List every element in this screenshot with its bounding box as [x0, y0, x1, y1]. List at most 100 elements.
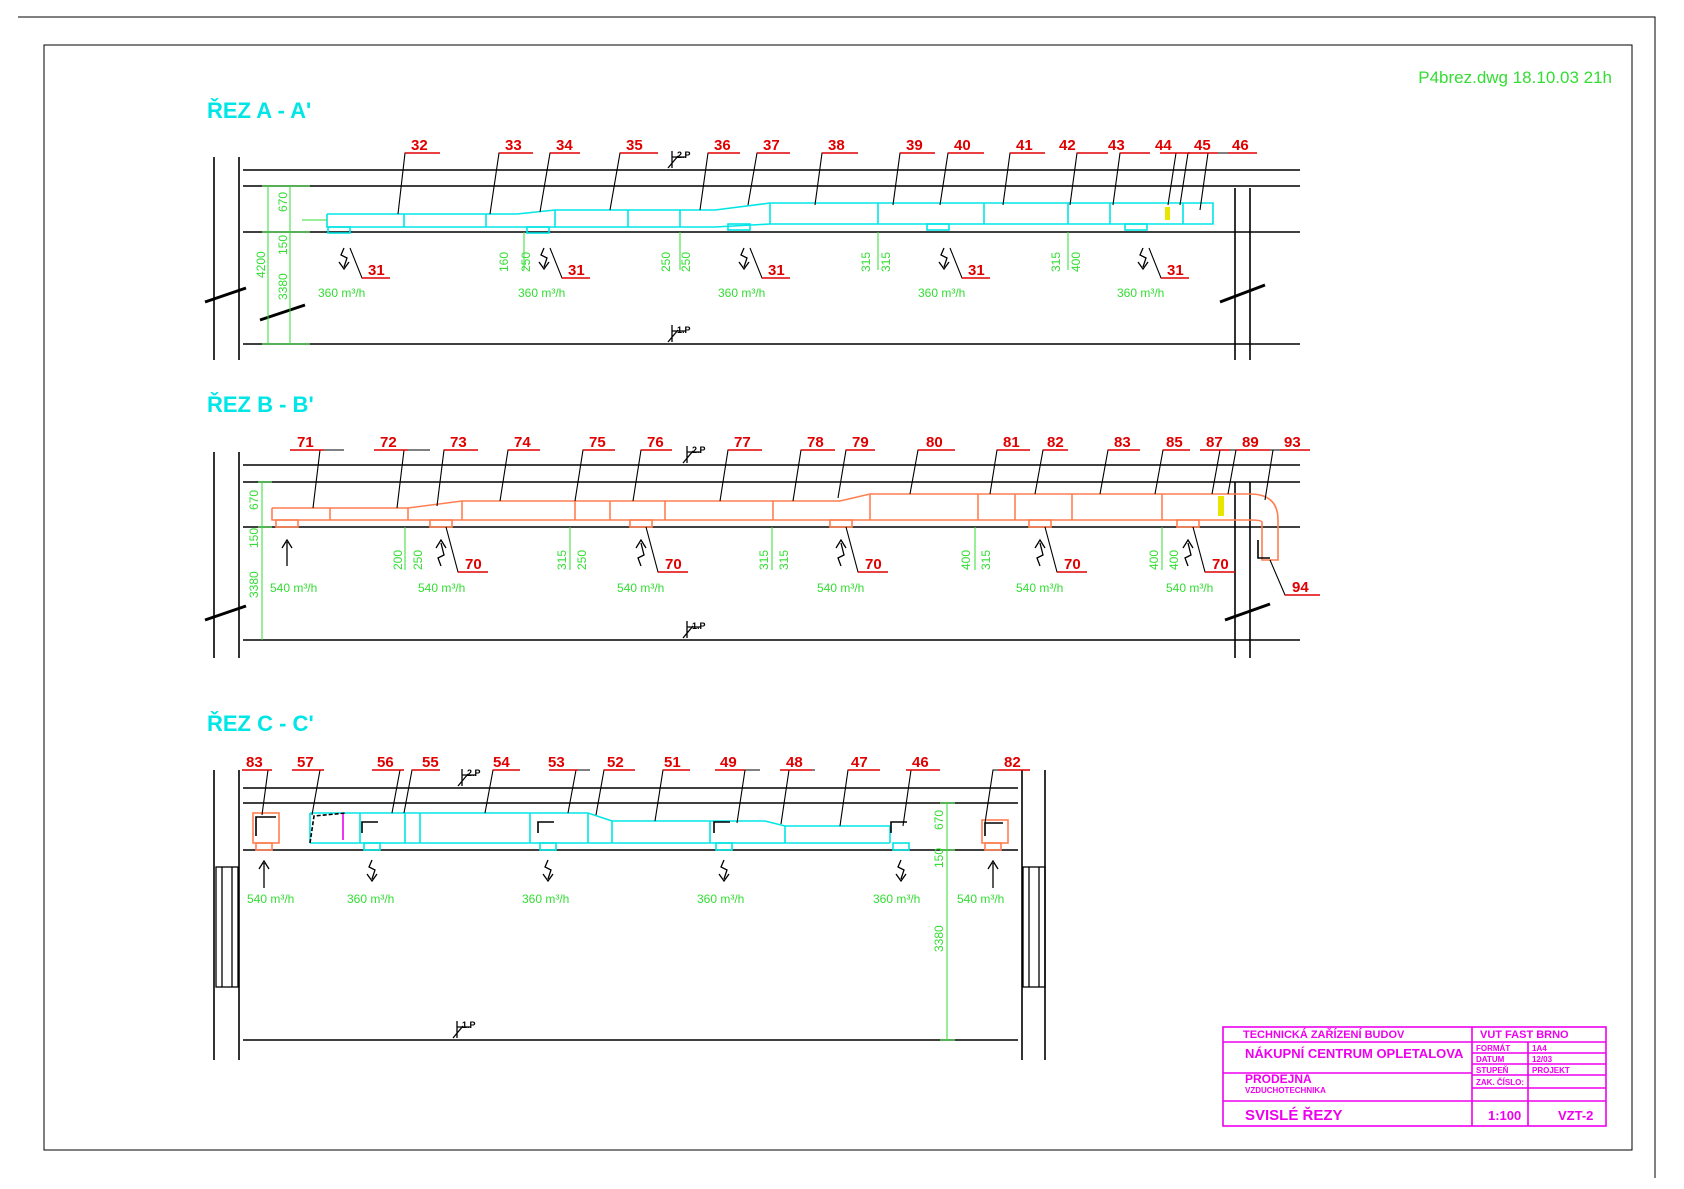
flow-label: 540 m³/h: [1166, 581, 1213, 595]
dim-label: 670: [247, 490, 261, 510]
item-label: 39: [906, 137, 923, 154]
dim-label: 160: [497, 252, 511, 272]
dim-label: 250: [575, 550, 589, 570]
section-a-title: ŘEZ A - A': [207, 98, 311, 123]
level-bottom-label: 1.P: [677, 325, 691, 335]
item-label: 80: [926, 434, 943, 451]
flow-label: 540 m³/h: [957, 892, 1004, 906]
item-label: 74: [514, 434, 531, 451]
item-label: 72: [380, 434, 397, 451]
title-block-order-label: ZAK. ČÍSLO:: [1476, 1078, 1524, 1087]
section-c-duct-cyan: [309, 812, 910, 851]
item-label: 85: [1166, 434, 1183, 451]
outlet-label: 94: [1292, 579, 1309, 596]
item-label: 57: [297, 754, 314, 771]
section-a-dimensions: [262, 185, 1069, 345]
item-label: 42: [1059, 137, 1076, 154]
outlet-label: 31: [1167, 262, 1184, 279]
flow-label: 540 m³/h: [1016, 581, 1063, 595]
title-block-school: VUT FAST BRNO: [1480, 1029, 1569, 1041]
item-label: 52: [607, 754, 624, 771]
item-label: 44: [1155, 137, 1172, 154]
dim-label: 250: [519, 252, 533, 272]
section-a-labels: 32 33 34 35 36 37 38 39 40 41 42 43 44 4…: [368, 137, 1249, 279]
section-b-dim-text: 670 150 3380 200 250 315 250 315 315 400…: [247, 490, 1181, 598]
dim-label: 250: [679, 252, 693, 272]
item-label: 53: [548, 754, 565, 771]
section-b-labels: 71 72 73 74 75 76 77 78 79 80 81 82 83 8…: [297, 434, 1309, 596]
flow-label: 360 m³/h: [347, 892, 394, 906]
section-a: ŘEZ A - A': [204, 98, 1300, 360]
section-b: ŘEZ B - B': [204, 392, 1320, 658]
flow-label: 540 m³/h: [817, 581, 864, 595]
outlet-label: 70: [1212, 556, 1229, 573]
section-c-end-units: [252, 812, 1009, 851]
section-c-flows: 540 m³/h 360 m³/h 360 m³/h 360 m³/h 360 …: [247, 892, 1004, 906]
dim-label: 150: [247, 528, 261, 548]
section-b-structure: [204, 452, 1300, 658]
flow-label: 360 m³/h: [718, 286, 765, 300]
title-block-scale: 1:100: [1488, 1108, 1521, 1123]
title-block-date-value: 12/03: [1532, 1055, 1553, 1064]
level-bottom-label: 1.P: [692, 621, 706, 631]
title-block-stage-value: PROJEKT: [1532, 1066, 1570, 1075]
dim-label: 400: [1069, 252, 1083, 272]
dim-label: 315: [859, 252, 873, 272]
item-label: 41: [1016, 137, 1033, 154]
title-block-header: TECHNICKÁ ZAŘÍZENÍ BUDOV: [1243, 1028, 1405, 1041]
flow-label: 540 m³/h: [247, 892, 294, 906]
item-label: 87: [1206, 434, 1223, 451]
section-b-grille: [1257, 540, 1270, 559]
outlet-label: 70: [865, 556, 882, 573]
flow-label: 360 m³/h: [522, 892, 569, 906]
section-a-arrows: [338, 247, 1149, 271]
section-b-dimensions: [258, 481, 1163, 640]
section-c-labels: 83 57 56 55 54 53 52 51 49 48 47 46 82: [246, 754, 1021, 771]
outlet-label: 31: [568, 262, 585, 279]
dim-label: 3380: [932, 925, 946, 952]
section-b-level-marks: [682, 446, 701, 639]
section-b-title: ŘEZ B - B': [207, 392, 314, 417]
section-a-damper: [1165, 207, 1170, 220]
item-label: 33: [505, 137, 522, 154]
title-block-part-sub: VZDUCHOTECHNIKA: [1245, 1086, 1326, 1095]
section-b-flows: 540 m³/h 540 m³/h 540 m³/h 540 m³/h 540 …: [270, 581, 1213, 595]
section-c: ŘEZ C - C': [207, 711, 1046, 1060]
dim-label: 315: [1049, 252, 1063, 272]
title-block-drawing: SVISLÉ ŘEZY: [1245, 1106, 1343, 1124]
item-label: 79: [852, 434, 869, 451]
item-label: 36: [714, 137, 731, 154]
dim-label: 315: [777, 550, 791, 570]
item-label: 54: [493, 754, 510, 771]
item-label: 34: [556, 137, 573, 154]
outlet-label: 70: [665, 556, 682, 573]
item-label: 32: [411, 137, 428, 154]
section-a-level-marks: [667, 151, 686, 343]
item-label: 46: [1232, 137, 1249, 154]
dim-label: 315: [555, 550, 569, 570]
item-label: 37: [763, 137, 780, 154]
item-label: 40: [954, 137, 971, 154]
item-label: 83: [246, 754, 263, 771]
item-label: 83: [1114, 434, 1131, 451]
outlet-label: 70: [1064, 556, 1081, 573]
section-c-dim-text: 670 150 3380: [932, 810, 946, 952]
item-label: 81: [1003, 434, 1020, 451]
item-label: 38: [828, 137, 845, 154]
title-block-project: NÁKUPNÍ CENTRUM OPLETALOVA: [1245, 1046, 1464, 1061]
outlet-label: 31: [368, 262, 385, 279]
dim-label: 670: [276, 192, 290, 212]
level-top-label: 2.P: [692, 445, 706, 455]
dim-label: 400: [1167, 550, 1181, 570]
section-c-arrows: [258, 859, 999, 888]
item-label: 73: [450, 434, 467, 451]
section-a-flows: 360 m³/h 360 m³/h 360 m³/h 360 m³/h 360 …: [318, 286, 1164, 300]
sheet-frame: [18, 16, 1656, 1178]
level-top-label: 2.P: [677, 150, 691, 160]
dim-label: 3380: [247, 571, 261, 598]
dim-label: 670: [932, 810, 946, 830]
item-label: 93: [1284, 434, 1301, 451]
section-b-duct: [271, 493, 1279, 561]
flow-label: 540 m³/h: [418, 581, 465, 595]
section-a-underlines: [362, 152, 1257, 279]
